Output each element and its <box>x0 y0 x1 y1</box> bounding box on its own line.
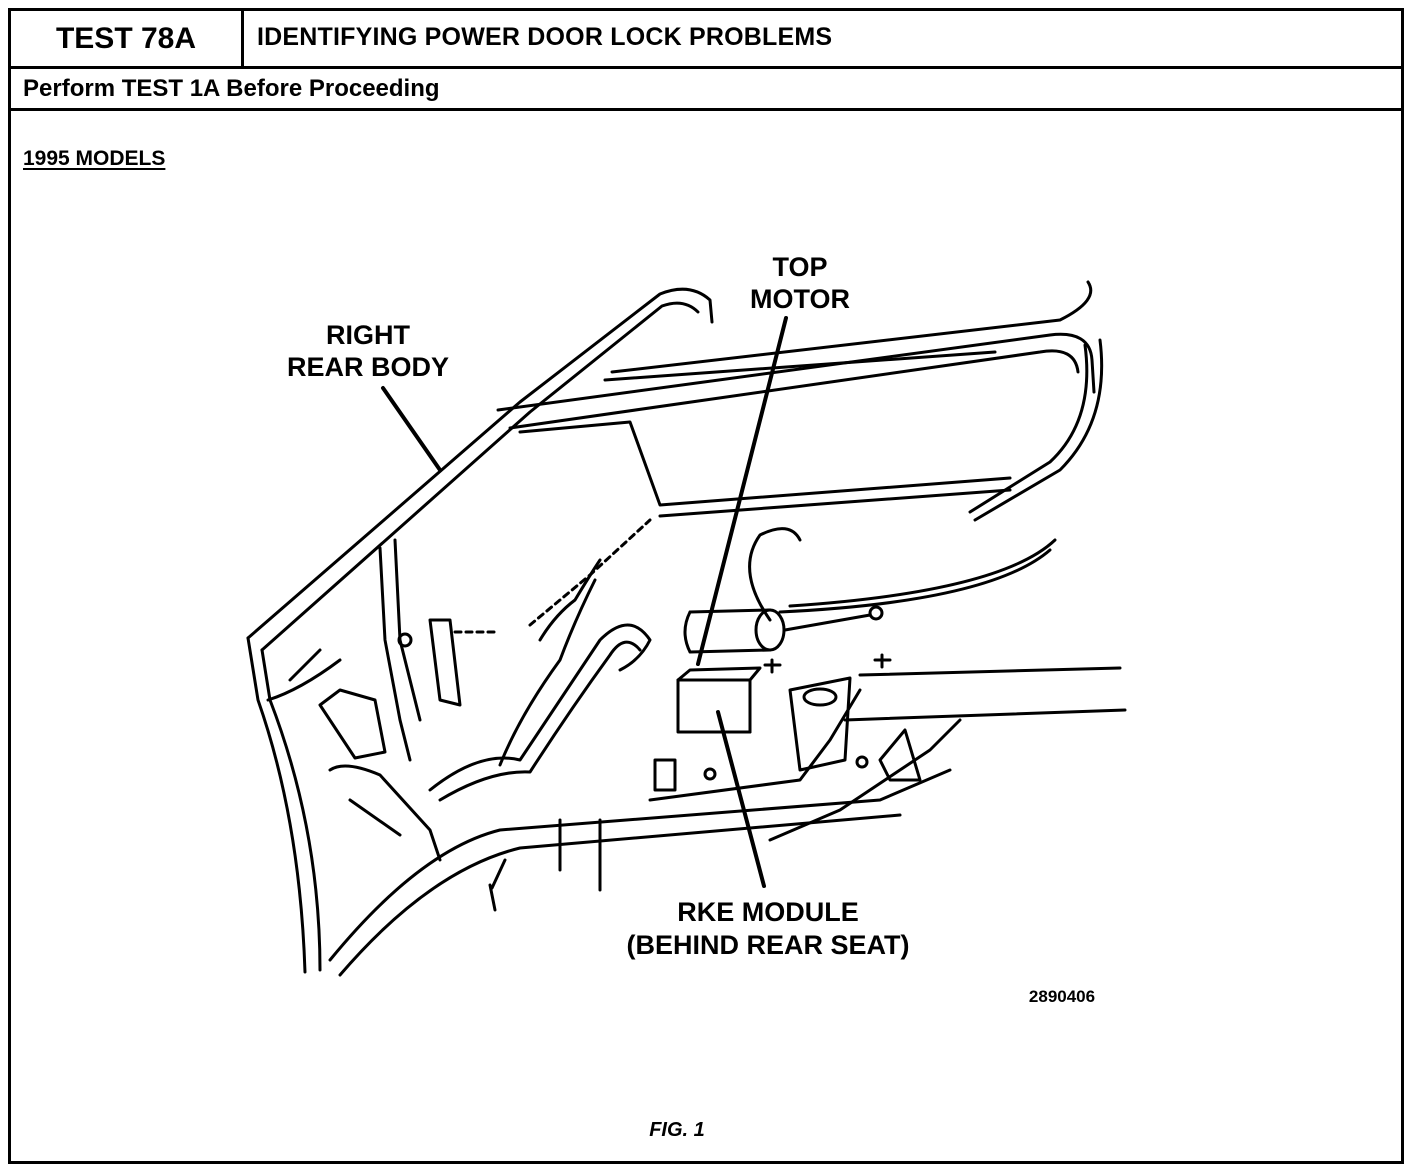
callout-rke-module-line2: (BEHIND REAR SEAT) <box>627 930 910 960</box>
callout-rke-module-line1: RKE MODULE <box>677 897 859 927</box>
test-id: TEST 78A <box>11 11 244 66</box>
prerequisite-note: Perform TEST 1A Before Proceeding <box>23 75 440 102</box>
top-motor-leader <box>696 316 788 666</box>
leader-lines <box>381 316 788 888</box>
prerequisite-row: Perform TEST 1A Before Proceeding <box>11 69 1401 111</box>
page-frame: TEST 78A IDENTIFYING POWER DOOR LOCK PRO… <box>8 8 1404 1164</box>
callout-top-motor-line1: TOP <box>772 252 827 282</box>
rke-module-leader <box>716 710 766 888</box>
models-label: 1995 MODELS <box>23 147 166 170</box>
vehicle-body-illustration <box>246 280 1127 977</box>
header-row: TEST 78A IDENTIFYING POWER DOOR LOCK PRO… <box>11 11 1401 69</box>
figure-caption: FIG. 1 <box>649 1119 705 1141</box>
right-rear-body-leader <box>381 386 442 472</box>
callout-top-motor-line2: MOTOR <box>750 284 850 314</box>
figure-reference-number: 2890406 <box>1029 987 1095 1006</box>
callout-right-rear-body-line1: RIGHT <box>326 320 411 350</box>
callout-right-rear-body-line2: REAR BODY <box>287 352 449 382</box>
test-title: IDENTIFYING POWER DOOR LOCK PROBLEMS <box>257 23 833 51</box>
